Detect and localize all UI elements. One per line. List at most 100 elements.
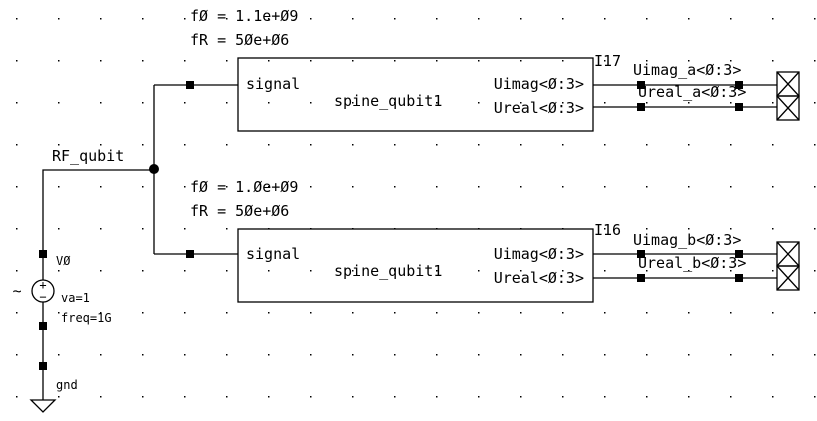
pin-i16-uimag[interactable]: [637, 250, 645, 258]
grid-dot: [604, 270, 606, 272]
io-terminal-ureal-a[interactable]: [776, 95, 800, 121]
grid-dot: [436, 102, 438, 104]
grid-dot: [814, 102, 816, 104]
grid-dot: [562, 102, 564, 104]
grid-dot: [58, 270, 60, 272]
grid-dot: [772, 312, 774, 314]
grid-dot: [478, 354, 480, 356]
grid-dot: [226, 396, 228, 398]
grid-dot: [478, 186, 480, 188]
grid-dot: [58, 354, 60, 356]
grid-dot: [520, 102, 522, 104]
grid-dot: [226, 354, 228, 356]
i16-pin-label-ureal: Ureal<Ø:3>: [494, 269, 584, 287]
grid-dot: [352, 186, 354, 188]
i17-pin-label-signal: signal: [246, 75, 300, 93]
i16-symbol-box[interactable]: [237, 228, 594, 303]
grid-dot: [268, 270, 270, 272]
grid-dot: [16, 396, 18, 398]
grid-dot: [688, 18, 690, 20]
grid-dot: [730, 186, 732, 188]
pin-v0-plus[interactable]: [39, 250, 47, 258]
grid-dot: [352, 396, 354, 398]
instance-i16[interactable]: fØ = 1.Øe+Ø9 fR = 5Øe+Ø6 I16 signal spin…: [190, 178, 621, 303]
grid-dot: [310, 144, 312, 146]
grid-dot: [772, 144, 774, 146]
grid-dot: [352, 270, 354, 272]
grid-dot: [184, 18, 186, 20]
pin-i17-ureal[interactable]: [637, 103, 645, 111]
io-terminal-ureal-b[interactable]: [776, 265, 800, 291]
grid-dot: [478, 144, 480, 146]
grid-dot: [16, 186, 18, 188]
grid-dot: [562, 186, 564, 188]
grid-dot: [646, 312, 648, 314]
pin-i17-signal[interactable]: [186, 81, 194, 89]
pin-v0-minus[interactable]: [39, 322, 47, 330]
grid-dot: [394, 18, 396, 20]
grid-dot: [772, 354, 774, 356]
i17-symbol-box[interactable]: [237, 57, 594, 132]
grid-dot: [142, 102, 144, 104]
grid-dot: [562, 18, 564, 20]
grid-dot: [646, 60, 648, 62]
grid-dot: [688, 354, 690, 356]
pin-term-uimag-b[interactable]: [735, 250, 743, 258]
net-label-ureal-a: Ureal_a<Ø:3>: [638, 83, 746, 101]
grid-dot: [394, 396, 396, 398]
pin-term-uimag-a[interactable]: [735, 81, 743, 89]
grid-dot: [184, 60, 186, 62]
grid-dot: [226, 18, 228, 20]
grid-dot: [142, 354, 144, 356]
grid-dot: [226, 228, 228, 230]
grid-dot: [814, 186, 816, 188]
grid-dot: [310, 186, 312, 188]
grid-dot: [16, 228, 18, 230]
i17-param-fr: fR = 5Øe+Ø6: [190, 31, 289, 49]
grid-dot: [58, 60, 60, 62]
grid-dot: [16, 144, 18, 146]
instance-i17[interactable]: fØ = 1.1e+Ø9 fR = 5Øe+Ø6 I17 signal spin…: [190, 7, 621, 132]
pin-i16-ureal[interactable]: [637, 274, 645, 282]
pin-i17-uimag[interactable]: [637, 81, 645, 89]
grid-dot: [688, 312, 690, 314]
source-minus-sign: −: [39, 290, 46, 304]
grid-dot: [226, 186, 228, 188]
grid-dot: [268, 312, 270, 314]
voltage-source-v0[interactable]: + − ∼ VØ va=1 freq=1G: [12, 250, 112, 366]
pin-term-ureal-b[interactable]: [735, 274, 743, 282]
grid-dot: [310, 396, 312, 398]
grid-dot: [436, 312, 438, 314]
grid-dot: [436, 186, 438, 188]
io-terminal-uimag-b[interactable]: [776, 241, 800, 267]
grid-dot: [58, 396, 60, 398]
grid-dot: [100, 144, 102, 146]
grid-dot: [16, 312, 18, 314]
grid-dot: [772, 186, 774, 188]
grid-dot: [352, 312, 354, 314]
pin-gnd[interactable]: [39, 362, 47, 370]
grid-dot: [184, 312, 186, 314]
grid-dot: [394, 354, 396, 356]
pin-term-ureal-a[interactable]: [735, 103, 743, 111]
grid-dot: [562, 270, 564, 272]
grid-dot: [478, 312, 480, 314]
grid-dot: [310, 354, 312, 356]
io-terminal-uimag-a[interactable]: [776, 71, 800, 97]
grid-dot: [352, 18, 354, 20]
grid-dot: [436, 18, 438, 20]
grid-dot: [16, 354, 18, 356]
grid-dot: [520, 186, 522, 188]
grid-dot: [814, 18, 816, 20]
grid-dot: [394, 60, 396, 62]
ground-symbol[interactable]: gnd: [29, 362, 78, 413]
pin-i16-signal[interactable]: [186, 250, 194, 258]
grid-dot: [142, 186, 144, 188]
grid-dot: [142, 228, 144, 230]
grid-dot: [310, 312, 312, 314]
grid-dot: [646, 270, 648, 272]
grid-dot: [520, 312, 522, 314]
grid-dot: [184, 102, 186, 104]
grid-dot: [16, 102, 18, 104]
source-param-va: va=1: [61, 291, 90, 305]
